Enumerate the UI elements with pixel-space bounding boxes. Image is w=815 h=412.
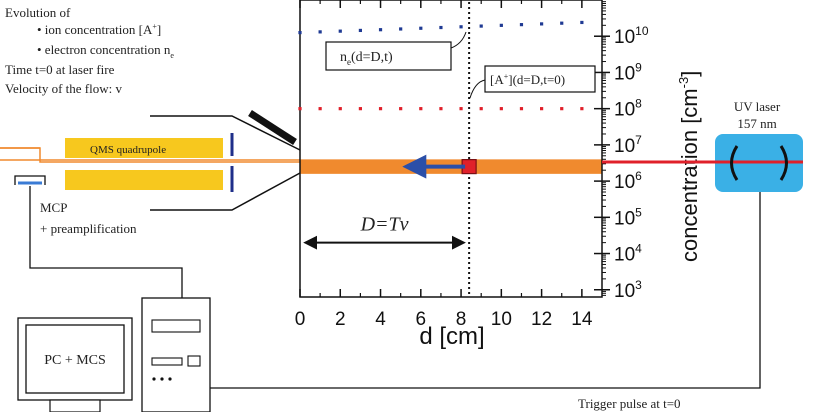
data-point (540, 107, 544, 111)
x-tick-label: 2 (335, 309, 346, 330)
monitor-stand (49, 399, 101, 412)
qms-assembly: QMS quadrupole MCP + preamplification (0, 110, 301, 236)
y-tick-label: 107 (614, 133, 642, 157)
data-point (338, 107, 342, 111)
data-point (439, 107, 443, 111)
drive-bay-1 (151, 319, 201, 333)
data-point (298, 107, 302, 111)
probe-tube (248, 110, 297, 145)
y-axis-label: concentration [cm-3] (676, 71, 702, 262)
data-point (479, 24, 483, 28)
data-point (358, 107, 362, 111)
power-button (187, 355, 201, 367)
ion-leader (469, 79, 486, 99)
x-tick-label: 0 (295, 309, 306, 330)
data-point (560, 107, 564, 111)
data-point (499, 107, 503, 111)
y-tick-label: 106 (614, 169, 642, 193)
x-tick-label: 14 (571, 309, 593, 330)
tower-led-1 (152, 377, 156, 381)
time-note: Time t=0 at laser fire (5, 62, 115, 77)
mcp-cable (29, 186, 183, 298)
data-point (519, 23, 524, 27)
y-tick-label: 108 (614, 97, 642, 121)
x-axis-label: d [cm] (419, 323, 484, 350)
data-point (560, 21, 564, 25)
mcp-label: MCP (40, 200, 67, 215)
data-point (318, 107, 322, 111)
y-tick-label: 103 (614, 278, 642, 302)
drive-bay-2 (151, 357, 183, 366)
laser-mirror-right (779, 145, 788, 181)
data-point (338, 29, 342, 33)
data-point (439, 25, 443, 30)
data-point (419, 107, 423, 111)
x-tick-label: 8 (456, 309, 467, 330)
legend-ion-bullet: • ion concentration [A+] (37, 22, 161, 37)
ne-leader (450, 31, 467, 49)
uv-laser: UV laser 157 nm (602, 99, 803, 192)
data-point (479, 107, 483, 111)
data-point (419, 26, 423, 30)
ion-box (484, 65, 596, 93)
data-point (399, 27, 403, 31)
y-tick-label: 109 (614, 60, 642, 84)
ion-label: [A+](d=D,t=0) (490, 72, 565, 87)
laser-mirror-left (730, 145, 739, 181)
qms-label: QMS quadrupole (90, 144, 166, 156)
data-point (499, 23, 503, 27)
pc-tower (141, 297, 211, 412)
concentration-chart: 0 2 4 6 8 10 12 14 103 104 105 106 107 108 109 1010 D=… (295, 0, 702, 350)
velocity-note: Velocity of the flow: v (5, 81, 122, 96)
laser-label-wavelength: 157 nm (737, 116, 776, 131)
chamber-lower-wall (150, 172, 301, 211)
y-axis: 103 104 105 106 107 108 109 1010 (594, 1, 649, 302)
tower-led-3 (168, 377, 172, 381)
chamber-upper-wall (150, 115, 301, 151)
ion-annotation: [A+](d=D,t=0) (469, 65, 596, 99)
legend-block: Evolution of • ion concentration [A+] • … (5, 5, 174, 96)
data-point (318, 30, 322, 34)
tower-led-2 (160, 377, 164, 381)
laser-label-name: UV laser (734, 99, 781, 114)
data-point (459, 107, 463, 111)
y-tick-label: 104 (614, 242, 642, 266)
data-point (580, 20, 584, 25)
computer: PC + MCS (17, 297, 211, 412)
data-point (298, 30, 302, 35)
data-point (580, 107, 584, 111)
data-point (459, 25, 463, 29)
data-point (358, 28, 362, 33)
x-tick-label: 12 (531, 309, 552, 330)
data-point (378, 28, 383, 32)
x-tick-label: 4 (375, 309, 386, 330)
ne-label: ne(d=D,t) (340, 50, 393, 67)
data-point (540, 22, 544, 26)
trigger-cable (210, 192, 761, 389)
pc-label: PC + MCS (44, 353, 106, 368)
ne-annotation: ne(d=D,t) (325, 31, 467, 71)
trigger-label: Trigger pulse at t=0 (578, 396, 681, 411)
distance-label: D=Tv (360, 214, 409, 236)
legend-electron-bullet: • electron concentration ne (37, 42, 174, 60)
qms-rod-upper (65, 138, 223, 158)
x-tick-label: 6 (416, 309, 427, 330)
preamp-label: + preamplification (40, 221, 137, 236)
monitor-screen (25, 324, 125, 394)
mcp-detector (14, 175, 46, 185)
y-tick-label: 105 (614, 205, 642, 229)
legend-heading: Evolution of (5, 5, 71, 20)
data-point (519, 107, 524, 111)
x-axis: 0 2 4 6 8 10 12 14 (295, 0, 593, 330)
ne-box (325, 41, 452, 71)
x-tick-label: 10 (491, 309, 512, 330)
series-points (298, 20, 584, 111)
data-point (378, 107, 383, 111)
qms-rod-lower (65, 170, 223, 190)
inlet-tube (0, 147, 300, 163)
data-point (399, 107, 403, 111)
y-tick-label: 1010 (614, 24, 649, 48)
